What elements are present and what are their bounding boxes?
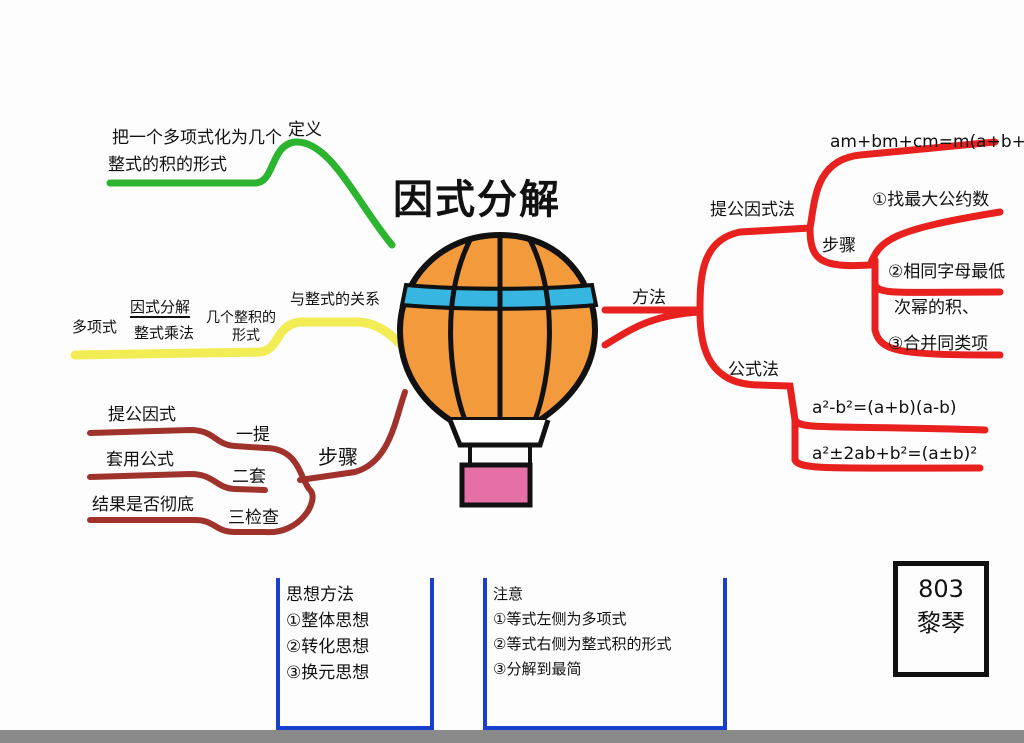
page-title: 因式分解	[393, 177, 561, 223]
relation-label: 与整式的关系	[290, 290, 381, 308]
step-left: 套用公式	[106, 450, 174, 470]
formula-item: a²±2ab+b²=(a±b)²	[812, 444, 978, 464]
signature-box: 803 黎琴	[893, 561, 989, 677]
relation-arrow-top: 因式分解	[130, 298, 191, 318]
methods-branch	[601, 138, 1004, 472]
relation-right: 形式	[232, 328, 260, 344]
hot-air-balloon	[396, 231, 599, 508]
relation-branch	[70, 317, 410, 360]
relation-left: 多项式	[72, 318, 118, 336]
definition-label: 定义	[288, 120, 322, 140]
box-item: ③分解到最简	[493, 660, 582, 678]
extract-step: 次幂的积、	[894, 298, 979, 318]
steps-label: 步骤	[318, 445, 358, 469]
box-title: 注意	[493, 585, 524, 603]
step-left: 提公因式	[108, 405, 176, 425]
extract-step: ②相同字母最低	[888, 262, 1006, 282]
definition-text: 整式的积的形式	[108, 155, 227, 175]
relation-arrow-bottom: 整式乘法	[134, 324, 195, 342]
box-item: ①等式左侧为多项式	[493, 610, 627, 628]
definition-text: 把一个多项式化为几个	[112, 128, 282, 148]
paper-edge	[0, 730, 1024, 743]
definition-branch	[106, 138, 396, 249]
step-right: 一提	[236, 425, 270, 445]
box-item: ②转化思想	[286, 637, 370, 657]
extract-method-label: 提公因式法	[710, 200, 795, 220]
extract-step: ①找最大公约数	[872, 190, 990, 210]
step-right: 二套	[232, 467, 266, 487]
author-name: 黎琴	[917, 609, 965, 637]
box-item: ①整体思想	[286, 611, 370, 631]
notes-box: 注意 ①等式左侧为多项式 ②等式右侧为整式积的形式 ③分解到最简	[483, 578, 727, 730]
relation-right: 几个整积的	[206, 310, 276, 326]
box-item: ②等式右侧为整式积的形式	[493, 635, 672, 653]
extract-steps-label: 步骤	[822, 236, 856, 256]
class-number: 803	[918, 575, 964, 603]
box-item: ③换元思想	[286, 663, 370, 683]
step-right: 三检查	[228, 508, 279, 528]
extract-step: ③合并同类项	[888, 334, 989, 354]
extract-formula: am+bm+cm=m(a+b+c)	[830, 132, 1024, 152]
balloon-basket	[459, 462, 533, 508]
thinking-methods-box: 思想方法 ①整体思想 ②转化思想 ③换元思想	[276, 578, 434, 730]
formula-item: a²-b²=(a+b)(a-b)	[812, 398, 957, 418]
methods-label: 方法	[632, 288, 666, 308]
steps-branch	[87, 389, 408, 536]
box-title: 思想方法	[286, 585, 354, 605]
formula-method-label: 公式法	[728, 360, 779, 380]
step-left: 结果是否彻底	[92, 495, 194, 515]
